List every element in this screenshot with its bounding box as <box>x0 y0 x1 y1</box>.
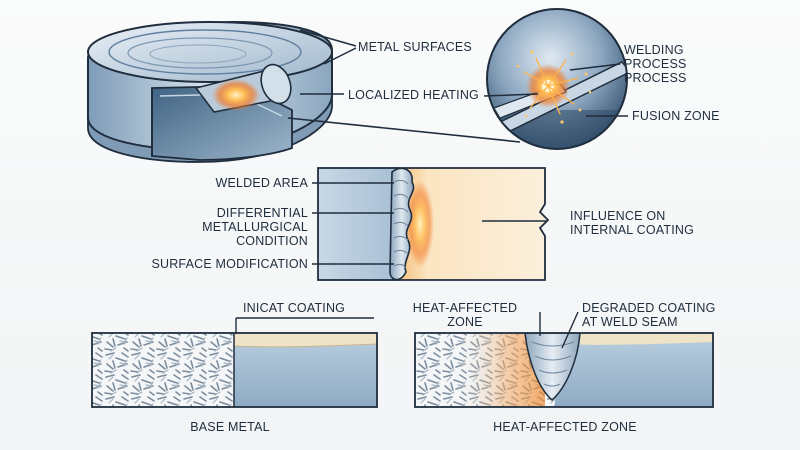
can-cutaway <box>87 20 521 163</box>
leader-degraded <box>561 311 579 349</box>
label-haz-top: HEAT-AFFECTED ZONE <box>412 301 518 329</box>
label-surface-modification: SURFACE MODIFICATION <box>151 257 308 271</box>
leader-metal-surfaces-2 <box>323 47 357 65</box>
weld-zoom-circle <box>486 8 628 150</box>
label-degraded-coating: DEGRADED COATING AT WELD SEAM <box>582 301 716 329</box>
label-localized-heating: LOCALIZED HEATING <box>348 88 479 102</box>
label-welding-process: WELDING PROCESS PROCESS <box>624 43 687 85</box>
haz-panel <box>414 332 714 408</box>
label-coating: INICAT COATING <box>243 301 346 315</box>
label-metal-surfaces: METAL SURFACES <box>358 40 472 54</box>
leader-welding-process <box>569 63 621 71</box>
leader-localized-heating-circle <box>483 93 539 97</box>
leader-metal-surfaces-1 <box>299 29 357 47</box>
base-metal-panel <box>91 332 378 408</box>
label-welded-area: WELDED AREA <box>215 176 308 190</box>
label-base-metal: BASE METAL <box>190 420 270 434</box>
label-influence-coating: INFLUENCE ON INTERNAL COATING <box>570 209 695 237</box>
label-differential-condition: DIFFERENTIAL METALLURGICAL CONDITION <box>202 206 308 248</box>
seam-section <box>317 167 550 281</box>
label-fusion-zone: FUSION ZONE <box>632 109 720 123</box>
label-haz-bottom: HEAT-AFFECTED ZONE <box>493 420 637 434</box>
